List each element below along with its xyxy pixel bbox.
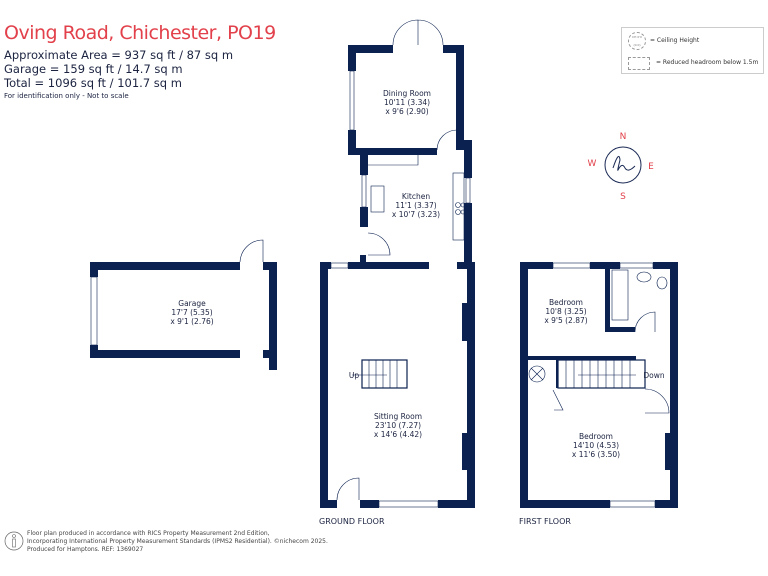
compass-e: E bbox=[648, 162, 654, 172]
legend: CH 0'0 (0.0) = Ceiling Height = Reduced … bbox=[621, 27, 764, 74]
svg-text:x 10'7 (3.23): x 10'7 (3.23) bbox=[392, 210, 440, 219]
hob-icon bbox=[455, 202, 466, 215]
legend-headroom-label: = Reduced headroom below 1.5m bbox=[656, 59, 759, 66]
garage-area: Garage = 159 sq ft / 14.7 sq m bbox=[4, 62, 183, 76]
first-floor-label: FIRST FLOOR bbox=[519, 517, 571, 526]
room-bedroom-2: Bedroom 14'10 (4.53) x 11'6 (3.50) Down bbox=[572, 371, 665, 459]
svg-text:17'7 (5.35): 17'7 (5.35) bbox=[171, 308, 212, 317]
counter bbox=[452, 172, 465, 241]
basin-icon bbox=[636, 271, 652, 283]
room-bedroom-1: Bedroom 10'8 (3.25) x 9'5 (2.87) bbox=[544, 298, 587, 325]
sink-icon bbox=[370, 185, 385, 213]
svg-text:Bedroom: Bedroom bbox=[579, 432, 613, 441]
compass-icon: N S E W bbox=[588, 132, 655, 202]
room-dining: Dining Room 10'11 (3.34) x 9'6 (2.90) bbox=[383, 89, 431, 116]
room-garage: Garage 17'7 (5.35) x 9'1 (2.76) bbox=[170, 299, 213, 326]
svg-text:Sitting Room: Sitting Room bbox=[374, 412, 422, 421]
approx-area: Approximate Area = 937 sq ft / 87 sq m bbox=[4, 48, 234, 62]
person-icon bbox=[4, 531, 24, 551]
svg-text:23'10 (7.27): 23'10 (7.27) bbox=[375, 421, 421, 430]
ceiling-height-icon: CH 0'0 (0.0) bbox=[628, 32, 646, 50]
svg-text:10'11 (3.34): 10'11 (3.34) bbox=[384, 98, 430, 107]
svg-text:14'10 (4.53): 14'10 (4.53) bbox=[573, 441, 619, 450]
bath-icon bbox=[611, 269, 629, 321]
svg-text:x 9'6 (2.90): x 9'6 (2.90) bbox=[385, 107, 428, 116]
reduced-headroom-icon bbox=[628, 57, 650, 70]
room-sitting: Sitting Room 23'10 (7.27) x 14'6 (4.42) … bbox=[349, 371, 422, 439]
staircase-down bbox=[557, 359, 646, 389]
svg-text:x 9'1 (2.76): x 9'1 (2.76) bbox=[170, 317, 213, 326]
cylinder-icon bbox=[528, 365, 546, 383]
ground-floor-label: GROUND FLOOR bbox=[319, 517, 385, 526]
compass-w: W bbox=[588, 159, 597, 169]
svg-text:Dining Room: Dining Room bbox=[383, 89, 431, 98]
svg-text:Garage: Garage bbox=[178, 299, 206, 308]
scale-note: For identification only - Not to scale bbox=[4, 92, 129, 100]
staircase-up bbox=[352, 359, 408, 389]
room-kitchen: Kitchen 11'1 (3.37) x 10'7 (3.23) bbox=[392, 192, 440, 219]
svg-text:x 9'5 (2.87): x 9'5 (2.87) bbox=[544, 316, 587, 325]
garage-walls bbox=[90, 239, 277, 370]
svg-text:Kitchen: Kitchen bbox=[402, 192, 430, 201]
svg-text:Bedroom: Bedroom bbox=[549, 298, 583, 307]
total-area: Total = 1096 sq ft / 101.7 sq m bbox=[4, 76, 182, 90]
svg-text:11'1 (3.37): 11'1 (3.37) bbox=[395, 201, 436, 210]
svg-text:x 11'6 (3.50): x 11'6 (3.50) bbox=[572, 450, 620, 459]
toilet-icon bbox=[656, 276, 668, 290]
footer-disclaimer: Floor plan produced in accordance with R… bbox=[27, 530, 328, 553]
first-floor-walls bbox=[520, 262, 678, 508]
legend-ceiling-label: = Ceiling Height bbox=[650, 37, 700, 44]
compass-s: S bbox=[620, 192, 626, 202]
stairs-up-label: Up bbox=[349, 371, 359, 380]
ground-floor-walls bbox=[320, 19, 475, 508]
stairs-down-label: Down bbox=[643, 371, 664, 380]
compass-n: N bbox=[620, 132, 627, 142]
svg-text:x 14'6 (4.42): x 14'6 (4.42) bbox=[374, 430, 422, 439]
svg-text:10'8 (3.25): 10'8 (3.25) bbox=[545, 307, 586, 316]
property-title: Oving Road, Chichester, PO19 bbox=[4, 22, 276, 44]
